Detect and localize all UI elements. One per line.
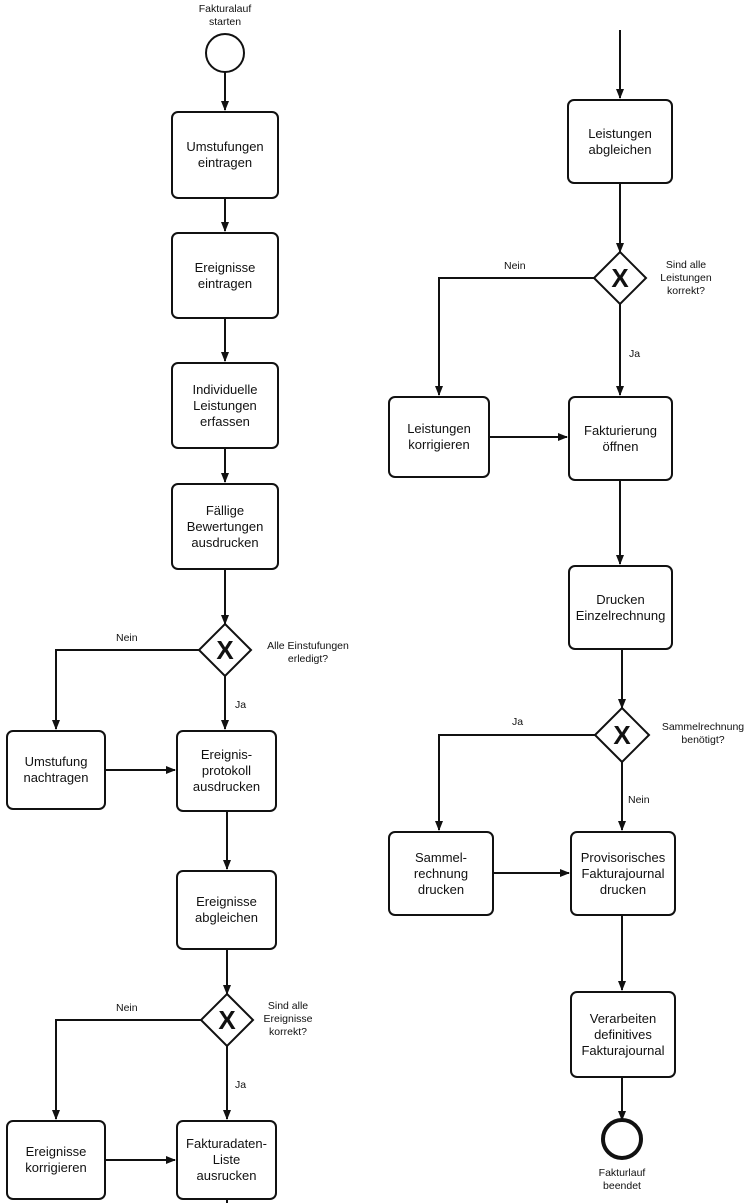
edge-label-nein-sammelrechnung: Nein	[628, 794, 650, 806]
gateway-leistungen-x: X	[611, 263, 629, 293]
gateway-sammelrechnung-x: X	[613, 720, 631, 750]
task-ereignisse-korrigieren[interactable]: Ereignisse korrigieren	[6, 1120, 106, 1200]
edge-label-nein-leistungen: Nein	[504, 260, 526, 272]
edge-label-ja-einstufungen: Ja	[235, 699, 247, 711]
gateway-leistungen-diamond	[592, 250, 648, 306]
gateway-einstufungen-label: Alle Einstufungen erledigt?	[267, 640, 349, 665]
start-event-circle	[205, 33, 245, 73]
edge-gateway-ja-to-sammel	[435, 734, 597, 831]
task-verarbeiten-journal[interactable]: Verarbeiten definitives Fakturajournal	[570, 991, 676, 1078]
task-individuelle-leistungen[interactable]: Individuelle Leistungen erfassen	[171, 362, 279, 449]
task-ereignisse-eintragen[interactable]: Ereignisse eintragen	[171, 232, 279, 319]
gateway-sammelrechnung-label: Sammelrechnung benötigt?	[661, 721, 745, 746]
task-fakturadaten-liste[interactable]: Fakturadaten- Liste ausrucken	[176, 1120, 277, 1200]
edge-label-ja-sammelrechnung: Ja	[512, 716, 524, 728]
edge-gateway-nein-to-umstufung	[52, 649, 201, 730]
task-ereignisprotokoll[interactable]: Ereignis- protokoll ausdrucken	[176, 730, 277, 812]
edge-gateway-nein-to-korrigieren	[52, 1019, 203, 1120]
gateway-ereignisse-x: X	[218, 1005, 236, 1035]
gateway-sammelrechnung-diamond	[593, 706, 651, 764]
task-leistungen-abgleichen[interactable]: Leistungen abgleichen	[567, 99, 673, 184]
gateway-leistungen-label: Sind alle Leistungen korrekt?	[660, 259, 712, 297]
gateway-ereignisse-label: Sind alle Ereignisse korrekt?	[263, 1000, 313, 1038]
task-fakturierung-oeffnen[interactable]: Fakturierung öffnen	[568, 396, 673, 481]
edge-label-ja-ereignisse: Ja	[235, 1079, 247, 1091]
task-leistungen-korrigieren[interactable]: Leistungen korrigieren	[388, 396, 490, 478]
task-drucken-einzelrechnung[interactable]: Drucken Einzelrechnung	[568, 565, 673, 650]
gateway-einstufungen-diamond	[197, 622, 253, 678]
end-event-label: Fakturlauf beendet	[598, 1167, 646, 1192]
task-sammelrechnung-drucken[interactable]: Sammel- rechnung drucken	[388, 831, 494, 916]
task-faellige-bewertungen[interactable]: Fällige Bewertungen ausdrucken	[171, 483, 279, 570]
start-event-label: Fakturalauf starten	[198, 3, 252, 28]
task-umstufungen-eintragen[interactable]: Umstufungen eintragen	[171, 111, 279, 199]
task-ereignisse-abgleichen[interactable]: Ereignisse abgleichen	[176, 870, 277, 950]
edge-label-ja-leistungen: Ja	[629, 348, 641, 360]
gateway-ereignisse-diamond	[199, 992, 255, 1048]
gateway-einstufungen-x: X	[216, 635, 234, 665]
task-provisorisches-journal[interactable]: Provisorisches Fakturajournal drucken	[570, 831, 676, 916]
edge-gateway-nein-to-leistungen-korrigieren	[435, 277, 594, 396]
end-event-circle	[601, 1118, 643, 1160]
edge-label-nein-ereignisse: Nein	[116, 1002, 138, 1014]
edge-label-nein-einstufungen: Nein	[116, 632, 138, 644]
task-umstufung-nachtragen[interactable]: Umstufung nachtragen	[6, 730, 106, 810]
